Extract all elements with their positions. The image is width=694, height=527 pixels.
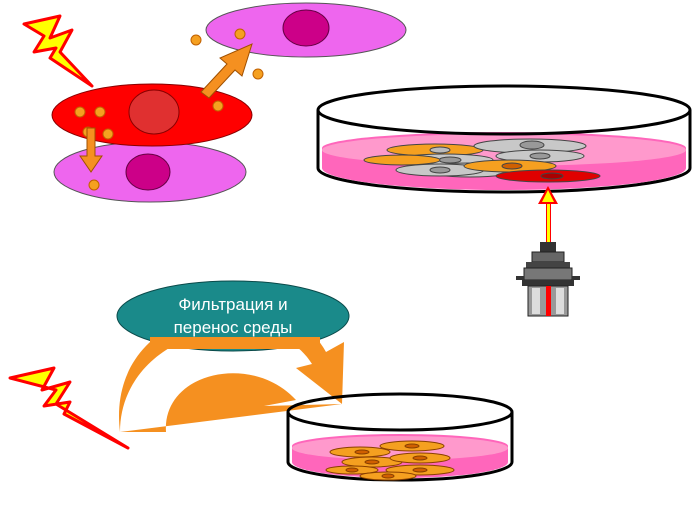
nucleus — [282, 9, 330, 47]
bystander-cell-bottom — [53, 141, 247, 203]
nucleus — [128, 89, 180, 135]
signal-particles — [74, 28, 264, 191]
signal-arrow-down — [79, 127, 103, 173]
lightning-bolt-icon — [8, 366, 130, 450]
signal-arrow-up — [200, 43, 253, 99]
label-line-2: перенос среды — [174, 318, 293, 337]
petri-dish-bottom — [286, 392, 514, 482]
petri-dish-top — [316, 84, 692, 194]
label-line-1: Фильтрация и — [178, 295, 287, 314]
bystander-cell-top — [205, 2, 407, 58]
lightning-bolt-icon — [22, 14, 94, 88]
irradiated-cell — [51, 83, 253, 147]
nucleus — [125, 153, 171, 191]
cell-cluster — [325, 440, 455, 481]
microscope-objective-icon — [516, 242, 580, 317]
dish-rim — [286, 392, 514, 432]
cell-cluster — [363, 138, 601, 183]
dish-rim — [316, 84, 692, 136]
filtration-label: Фильтрация и перенос среды — [116, 280, 350, 352]
